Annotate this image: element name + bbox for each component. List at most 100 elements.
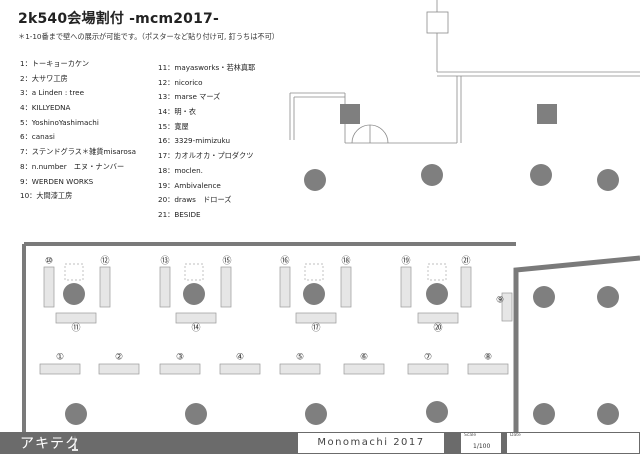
pillar-round (597, 169, 619, 191)
door-arc-left (351, 124, 371, 144)
booth-number: ⑥ (360, 353, 368, 363)
vertical-table (99, 266, 111, 308)
dashed-zone (427, 263, 447, 281)
vertical-table (400, 266, 412, 308)
booth-number: ㉑ (461, 256, 470, 267)
exhibitor-entry: 7：ステンドグラス＊雑貨misarosa (20, 147, 136, 157)
pillar-round (305, 403, 327, 425)
horizontal-table (295, 312, 337, 324)
booth-number: ⑨ (496, 296, 504, 306)
horizontal-table (98, 363, 140, 375)
vertical-table (220, 266, 232, 308)
date-box: Date (506, 432, 640, 454)
vertical-table (340, 266, 352, 308)
exhibitor-entry: 5：YoshinoYashimachi (20, 117, 99, 127)
door-arc-right (369, 124, 389, 144)
exhibitor-entry: 18：moclen. (158, 165, 203, 175)
pillar-round (421, 164, 443, 186)
booth-number: ⑬ (160, 256, 169, 267)
pillar-round (426, 283, 448, 305)
exhibitor-entry: 21：BESIDE (158, 209, 201, 219)
horizontal-table (343, 363, 385, 375)
exhibitor-entry: 4：KILLYEDNA (20, 103, 71, 113)
exhibitor-entry: 16：3329-mimizuku (158, 136, 231, 146)
scale-value: 1/100 (473, 443, 491, 450)
horizontal-table (467, 363, 509, 375)
pillar-round (530, 164, 552, 186)
pillar-round (304, 169, 326, 191)
building-outline (289, 0, 640, 144)
pillar-round (185, 403, 207, 425)
horizontal-table (159, 363, 201, 375)
horizontal-table (175, 312, 217, 324)
booth-number: ④ (236, 353, 244, 363)
booth-number: ⑩ (45, 257, 53, 267)
dashed-zone (184, 263, 204, 281)
exhibitor-entry: 9：WERDEN WORKS (20, 176, 94, 186)
exhibitor-entry: 2：大サワ工房 (20, 73, 68, 83)
pillar-round (533, 286, 555, 308)
horizontal-table (39, 363, 81, 375)
exhibitor-entry: 8：n.number エヌ・ナンバー (20, 161, 125, 171)
vertical-table (279, 266, 291, 308)
exhibitor-entry: 12：nicorico (158, 77, 203, 87)
pillar-round (597, 403, 619, 425)
dashed-zone (64, 263, 84, 281)
exhibitor-entry: 15：寛屋 (158, 121, 189, 131)
horizontal-table (55, 312, 97, 324)
wall-display-note: ＊1-10番まで壁への展示が可能です。（ポスターなど貼り付け可, 釘うちは不可） (18, 32, 279, 41)
pillar-round (597, 286, 619, 308)
booth-number: ⑲ (401, 256, 410, 267)
booth-number: ① (56, 353, 64, 363)
pillar-round (303, 283, 325, 305)
booth-number: ⑭ (191, 323, 200, 334)
booth-number: ⑱ (341, 256, 350, 267)
dashed-zone (304, 263, 324, 281)
pillar-square (537, 104, 557, 124)
tower-icon (72, 435, 78, 451)
exhibitor-entry: 10：大間漆工房 (20, 191, 73, 201)
booth-number: ⑤ (296, 353, 304, 363)
scale-box: Scale 1/100 (460, 432, 502, 454)
column-box (426, 11, 449, 34)
brand-logo: アキテク (20, 436, 80, 452)
booth-number: ⑫ (100, 256, 109, 267)
date-label: Date (510, 433, 521, 438)
pillar-round (183, 283, 205, 305)
horizontal-table (417, 312, 459, 324)
vertical-table (43, 266, 55, 308)
booth-number: ③ (176, 353, 184, 363)
page-title: 2k540会場割付 -mcm2017- (18, 11, 220, 27)
event-name: Monomachi 2017 (297, 432, 445, 454)
vertical-table (501, 292, 513, 322)
venue-walls (22, 242, 640, 432)
scale-label: Scale (464, 433, 477, 438)
horizontal-table (407, 363, 449, 375)
horizontal-table (219, 363, 261, 375)
exhibitor-entry: 6：canasi (20, 132, 55, 142)
booth-number: ⑧ (484, 353, 492, 363)
booth-number: ⑮ (222, 256, 231, 267)
vertical-table (460, 266, 472, 308)
exhibitor-entry: 17：カオルオカ・プロダクツ (158, 151, 254, 161)
exhibitor-entry: 13：marse マーズ (158, 92, 221, 102)
pillar-round (63, 283, 85, 305)
pillar-round (65, 403, 87, 425)
booth-number: ② (115, 353, 123, 363)
booth-number: ⑰ (311, 323, 320, 334)
exhibitor-entry: 3：a Linden : tree (20, 88, 84, 98)
exhibitor-entry: 20：draws ドローズ (158, 195, 232, 205)
booth-number: ⑪ (71, 323, 80, 334)
booth-number: ⑯ (280, 256, 289, 267)
vertical-table (159, 266, 171, 308)
pillar-round (533, 403, 555, 425)
pillar-square (340, 104, 360, 124)
exhibitor-entry: 1：トーキョーカケン (20, 59, 90, 68)
horizontal-table (279, 363, 321, 375)
exhibitor-entry: 19：Ambivalence (158, 180, 221, 190)
exhibitor-list-left: 1：トーキョーカケン 2：大サワ工房 3：a Linden : tree 4：KILL… (20, 57, 136, 204)
pillar-round (426, 401, 448, 423)
